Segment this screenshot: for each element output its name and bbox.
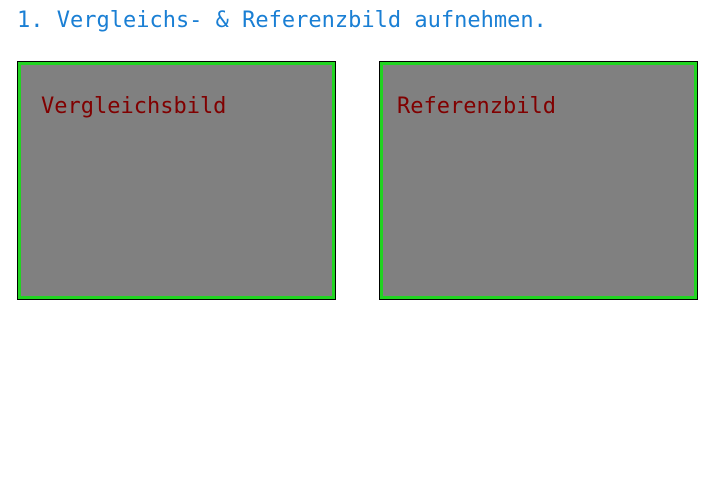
reference-image-panel[interactable]: Referenzbild <box>379 61 698 300</box>
reference-image-area[interactable]: Referenzbild <box>383 65 694 296</box>
reference-image-label: Referenzbild <box>397 94 556 119</box>
comparison-image-area[interactable]: Vergleichsbild <box>21 65 332 296</box>
step-title: 1. Vergleichs- & Referenzbild aufnehmen. <box>17 8 547 33</box>
comparison-image-panel[interactable]: Vergleichsbild <box>17 61 336 300</box>
comparison-image-label: Vergleichsbild <box>41 94 227 119</box>
